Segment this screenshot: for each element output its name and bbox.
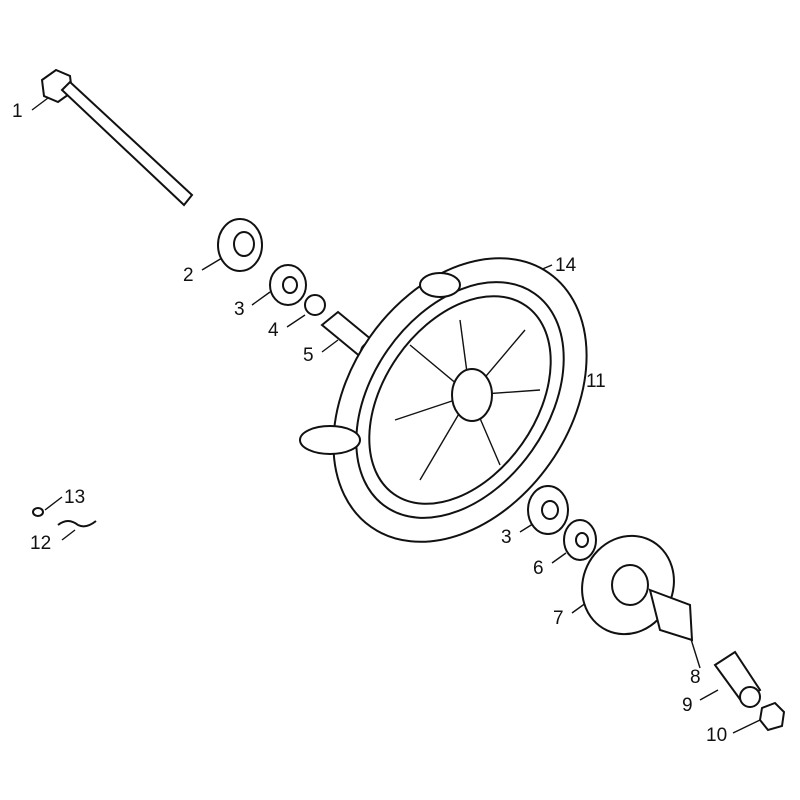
side-collar-part: [217, 218, 263, 272]
oil-seal-part: [304, 294, 326, 316]
callout-3b: 3: [501, 527, 512, 548]
callout-3: 3: [234, 299, 245, 320]
callout-5: 5: [303, 345, 314, 366]
callout-11: 11: [586, 371, 606, 392]
axle-bolt-part: [40, 68, 194, 207]
callout-12: 12: [30, 533, 52, 554]
valve-part: [32, 507, 97, 528]
callout-2: 2: [183, 265, 194, 286]
axle-nut-part: [758, 701, 786, 732]
bearing-left-part: [269, 264, 307, 306]
callout-10: 10: [706, 725, 728, 746]
callout-8: 8: [690, 667, 701, 688]
right-collar-part: [713, 650, 762, 708]
callout-6: 6: [533, 558, 544, 579]
callout-14: 14: [555, 255, 577, 276]
bearing-right-part: [527, 485, 569, 535]
tire-wheel-part: [299, 257, 588, 543]
callout-9: 9: [682, 695, 693, 716]
dust-seal-part: [563, 519, 597, 561]
brake-disc-part: [581, 534, 694, 642]
callout-7: 7: [553, 608, 564, 629]
callout-13: 13: [64, 487, 86, 508]
callout-4: 4: [268, 320, 279, 341]
callout-1: 1: [12, 101, 23, 122]
